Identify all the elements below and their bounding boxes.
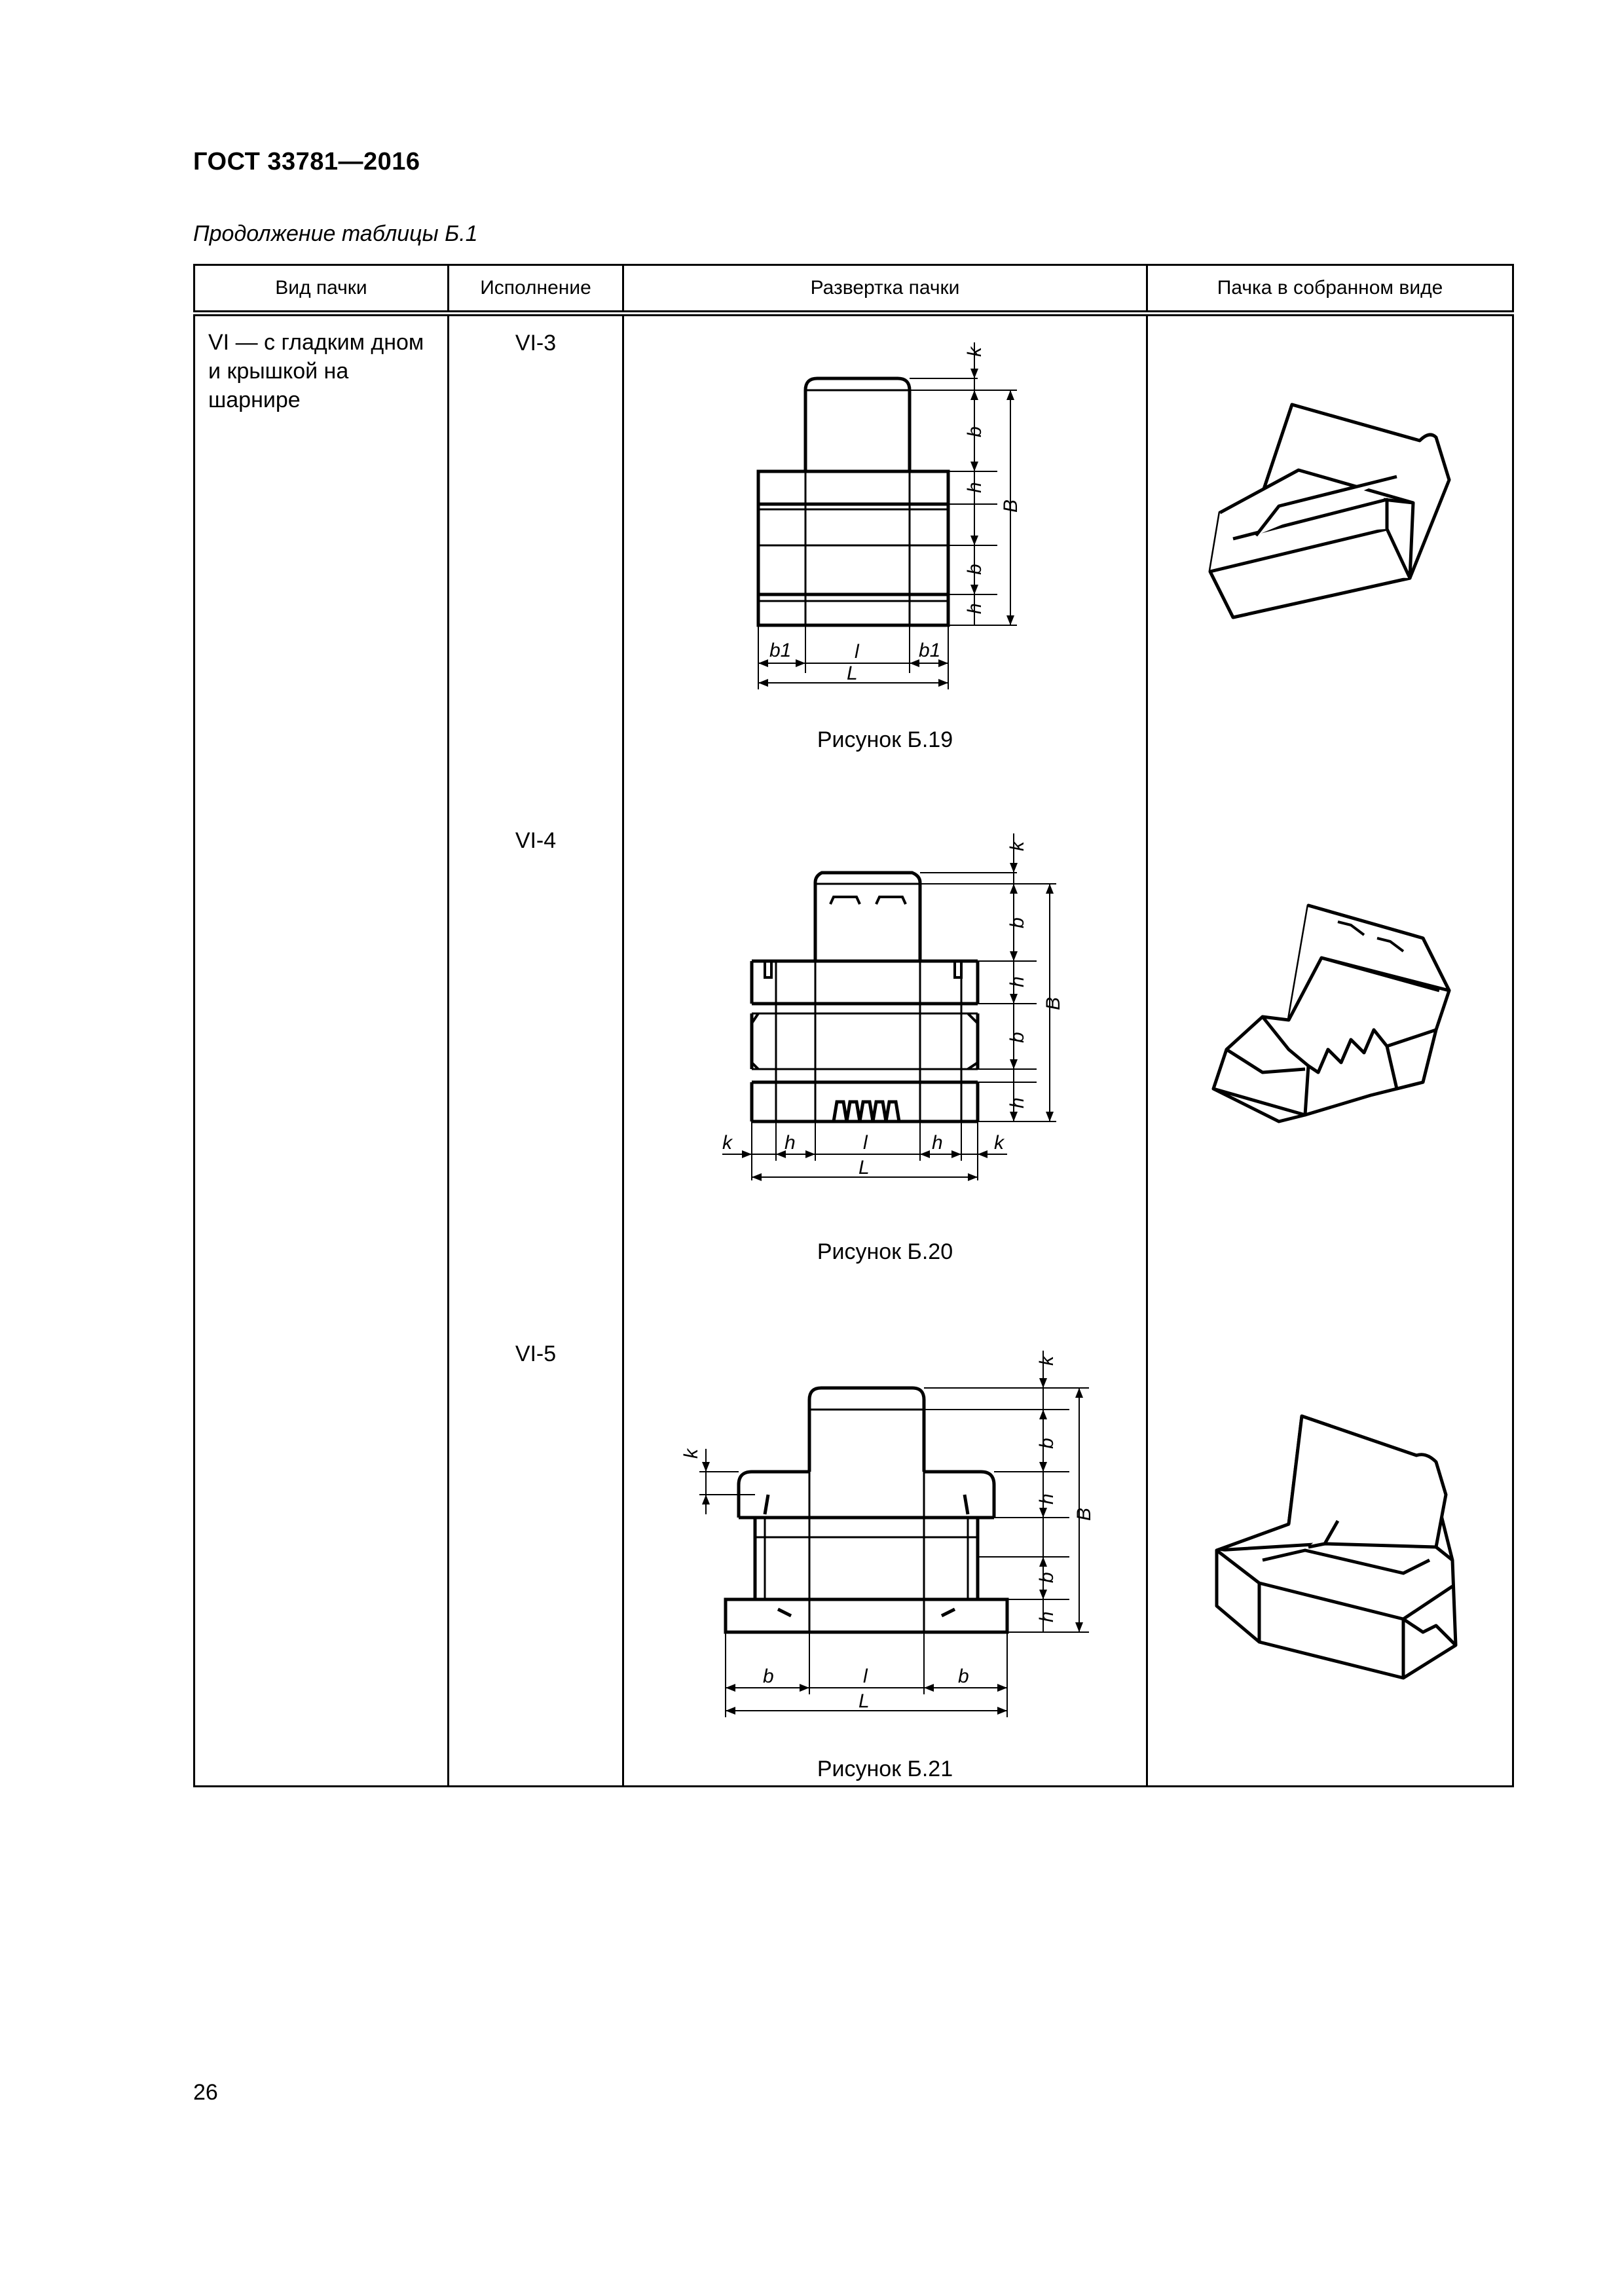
dim-h: h xyxy=(1036,1493,1058,1504)
dim-b1: b1 xyxy=(769,640,791,661)
unfold-diagram-b20: k b h b h B k h l h k L xyxy=(722,833,1064,1181)
dim-k: k xyxy=(994,1132,1005,1154)
dim-k: k xyxy=(1006,840,1028,851)
dim-B: B xyxy=(1000,500,1022,513)
variant-vi-3: VI-3 xyxy=(515,331,557,355)
variant-vi-4: VI-4 xyxy=(515,828,557,853)
assembled-box-vi-3 xyxy=(1208,403,1451,619)
dim-l: l xyxy=(863,1666,868,1687)
dim-B: B xyxy=(1073,1508,1095,1521)
column-header-assembled: Пачка в собранном виде xyxy=(1146,264,1514,316)
document-header: ГОСТ 33781—2016 xyxy=(193,148,420,175)
dim-l: l xyxy=(855,641,860,663)
dim-b: b xyxy=(964,564,986,575)
dim-L: L xyxy=(847,663,858,684)
dim-L: L xyxy=(858,1690,870,1712)
dim-h: h xyxy=(964,603,986,614)
unfold-diagram-b19: k b h b h B b1 l b1 L xyxy=(756,342,1022,689)
dim-L: L xyxy=(858,1157,870,1178)
package-table: Вид пачки Исполнение Развертка пачки Пач… xyxy=(193,264,1514,1787)
dim-h: h xyxy=(1006,976,1028,987)
dim-h: h xyxy=(1006,1097,1028,1108)
dim-b: b xyxy=(964,426,986,437)
table-caption: Продолжение таблицы Б.1 xyxy=(193,221,478,246)
assembled-cell xyxy=(1146,312,1514,1787)
dim-b: b xyxy=(1036,1438,1058,1449)
dim-b1: b1 xyxy=(919,640,940,661)
dim-h: h xyxy=(964,482,986,493)
table-row: VI — с гладким дном и крышкой на шарнире… xyxy=(193,312,1514,1787)
dim-h: h xyxy=(1036,1611,1058,1622)
dim-h: h xyxy=(932,1132,943,1154)
column-header-variant: Исполнение xyxy=(447,264,624,316)
view-type-cell: VI — с гладким дном и крышкой на шарнире xyxy=(193,312,449,1787)
dim-k: k xyxy=(680,1448,702,1459)
variant-cell: VI-3 VI-4 VI-5 xyxy=(447,312,624,1787)
table-header-row: Вид пачки Исполнение Развертка пачки Пач… xyxy=(193,264,1514,316)
dim-k: k xyxy=(1036,1355,1058,1366)
figure-label-b21: Рисунок Б.21 xyxy=(817,1757,953,1781)
dim-B: B xyxy=(1043,997,1064,1010)
dim-b: b xyxy=(1036,1572,1058,1583)
column-header-view: Вид пачки xyxy=(193,264,449,316)
unfold-diagram-b21: k b h b h B k b l b L xyxy=(680,1351,1095,1717)
figure-label-b19: Рисунок Б.19 xyxy=(817,727,953,752)
dim-b: b xyxy=(958,1666,969,1687)
dim-b: b xyxy=(763,1666,774,1687)
dim-l: l xyxy=(863,1132,868,1154)
page-number: 26 xyxy=(193,2080,218,2105)
dim-k: k xyxy=(964,346,986,357)
figure-label-b20: Рисунок Б.20 xyxy=(817,1239,953,1264)
dim-k: k xyxy=(722,1132,733,1154)
assembled-box-vi-5 xyxy=(1215,1414,1458,1680)
dim-h: h xyxy=(784,1132,796,1154)
assembled-box-vi-4 xyxy=(1211,903,1451,1123)
dim-b: b xyxy=(1006,1032,1028,1043)
dim-b: b xyxy=(1006,917,1028,928)
variant-vi-5: VI-5 xyxy=(515,1341,557,1366)
unfold-cell: k b h b h B b1 l b1 L Рисунок Б.19 xyxy=(622,312,1148,1787)
view-type-text: VI — с гладким дном и крышкой на шарнире xyxy=(208,330,424,412)
column-header-unfold: Развертка пачки xyxy=(622,264,1148,316)
